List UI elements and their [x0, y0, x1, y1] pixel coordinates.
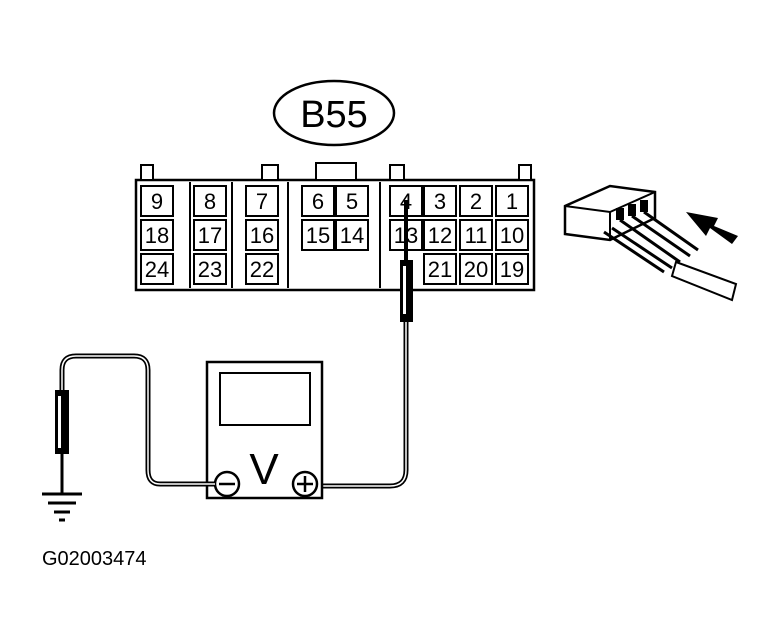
pin-cell-20 — [459, 253, 493, 285]
pin-labels: 987654321181716151413121110242322212019 — [145, 189, 524, 282]
pin-label-1: 1 — [506, 189, 518, 214]
pin-label-23: 23 — [198, 257, 222, 282]
pin-label-20: 20 — [464, 257, 488, 282]
pin-label-12: 12 — [428, 223, 452, 248]
pin-cell-21 — [423, 253, 457, 285]
pin-cell-7 — [245, 185, 279, 217]
pin-label-10: 10 — [500, 223, 524, 248]
connector-name-badge: B55 — [272, 79, 396, 147]
pin-cell-8 — [193, 185, 227, 217]
pin-label-21: 21 — [428, 257, 452, 282]
negative-terminal-icon — [213, 470, 241, 498]
pin-label-7: 7 — [256, 189, 268, 214]
pin-cell-16 — [245, 219, 279, 251]
pin-cell-12 — [423, 219, 457, 251]
pin-cell-23 — [193, 253, 227, 285]
positive-probe — [322, 200, 413, 489]
pin-cell-15 — [301, 219, 335, 251]
pin-label-19: 19 — [500, 257, 524, 282]
ground-icon — [42, 492, 82, 522]
pin-label-8: 8 — [204, 189, 216, 214]
negative-lead — [55, 353, 215, 494]
pin-label-24: 24 — [145, 257, 169, 282]
positive-terminal-icon — [291, 470, 319, 498]
pin-label-17: 17 — [198, 223, 222, 248]
pin-label-18: 18 — [145, 223, 169, 248]
pin-label-14: 14 — [340, 223, 364, 248]
pin-label-5: 5 — [346, 189, 358, 214]
pin-cell-19 — [495, 253, 529, 285]
pin-cell-3 — [423, 185, 457, 217]
pin-cell-24 — [140, 253, 174, 285]
pin-label-15: 15 — [306, 223, 330, 248]
pin-cell-6 — [301, 185, 335, 217]
pin-cell-14 — [335, 219, 369, 251]
pin-cell-5 — [335, 185, 369, 217]
connector-view-icon — [563, 184, 738, 302]
pin-cell-22 — [245, 253, 279, 285]
figure-code: G02003474 — [42, 548, 147, 570]
pin-label-6: 6 — [312, 189, 324, 214]
pin-cell-10 — [495, 219, 529, 251]
pin-cell-2 — [459, 185, 493, 217]
pin-cell-18 — [140, 219, 174, 251]
voltmeter-symbol: V — [249, 445, 279, 494]
pin-label-16: 16 — [250, 223, 274, 248]
connector-b55: 987654321181716151413121110242322212019 — [134, 162, 536, 292]
view-direction-arrow-icon — [686, 212, 738, 244]
pin-label-22: 22 — [250, 257, 274, 282]
pin-label-3: 3 — [434, 189, 446, 214]
pin-label-11: 11 — [465, 223, 488, 248]
pin-label-2: 2 — [470, 189, 482, 214]
pin-cell-1 — [495, 185, 529, 217]
pin-cell-9 — [140, 185, 174, 217]
connector-name: B55 — [300, 94, 368, 136]
pin-cell-17 — [193, 219, 227, 251]
pin-label-9: 9 — [151, 189, 163, 214]
pin-cells — [140, 185, 529, 285]
pin-cell-11 — [459, 219, 493, 251]
voltmeter: V — [205, 360, 324, 500]
